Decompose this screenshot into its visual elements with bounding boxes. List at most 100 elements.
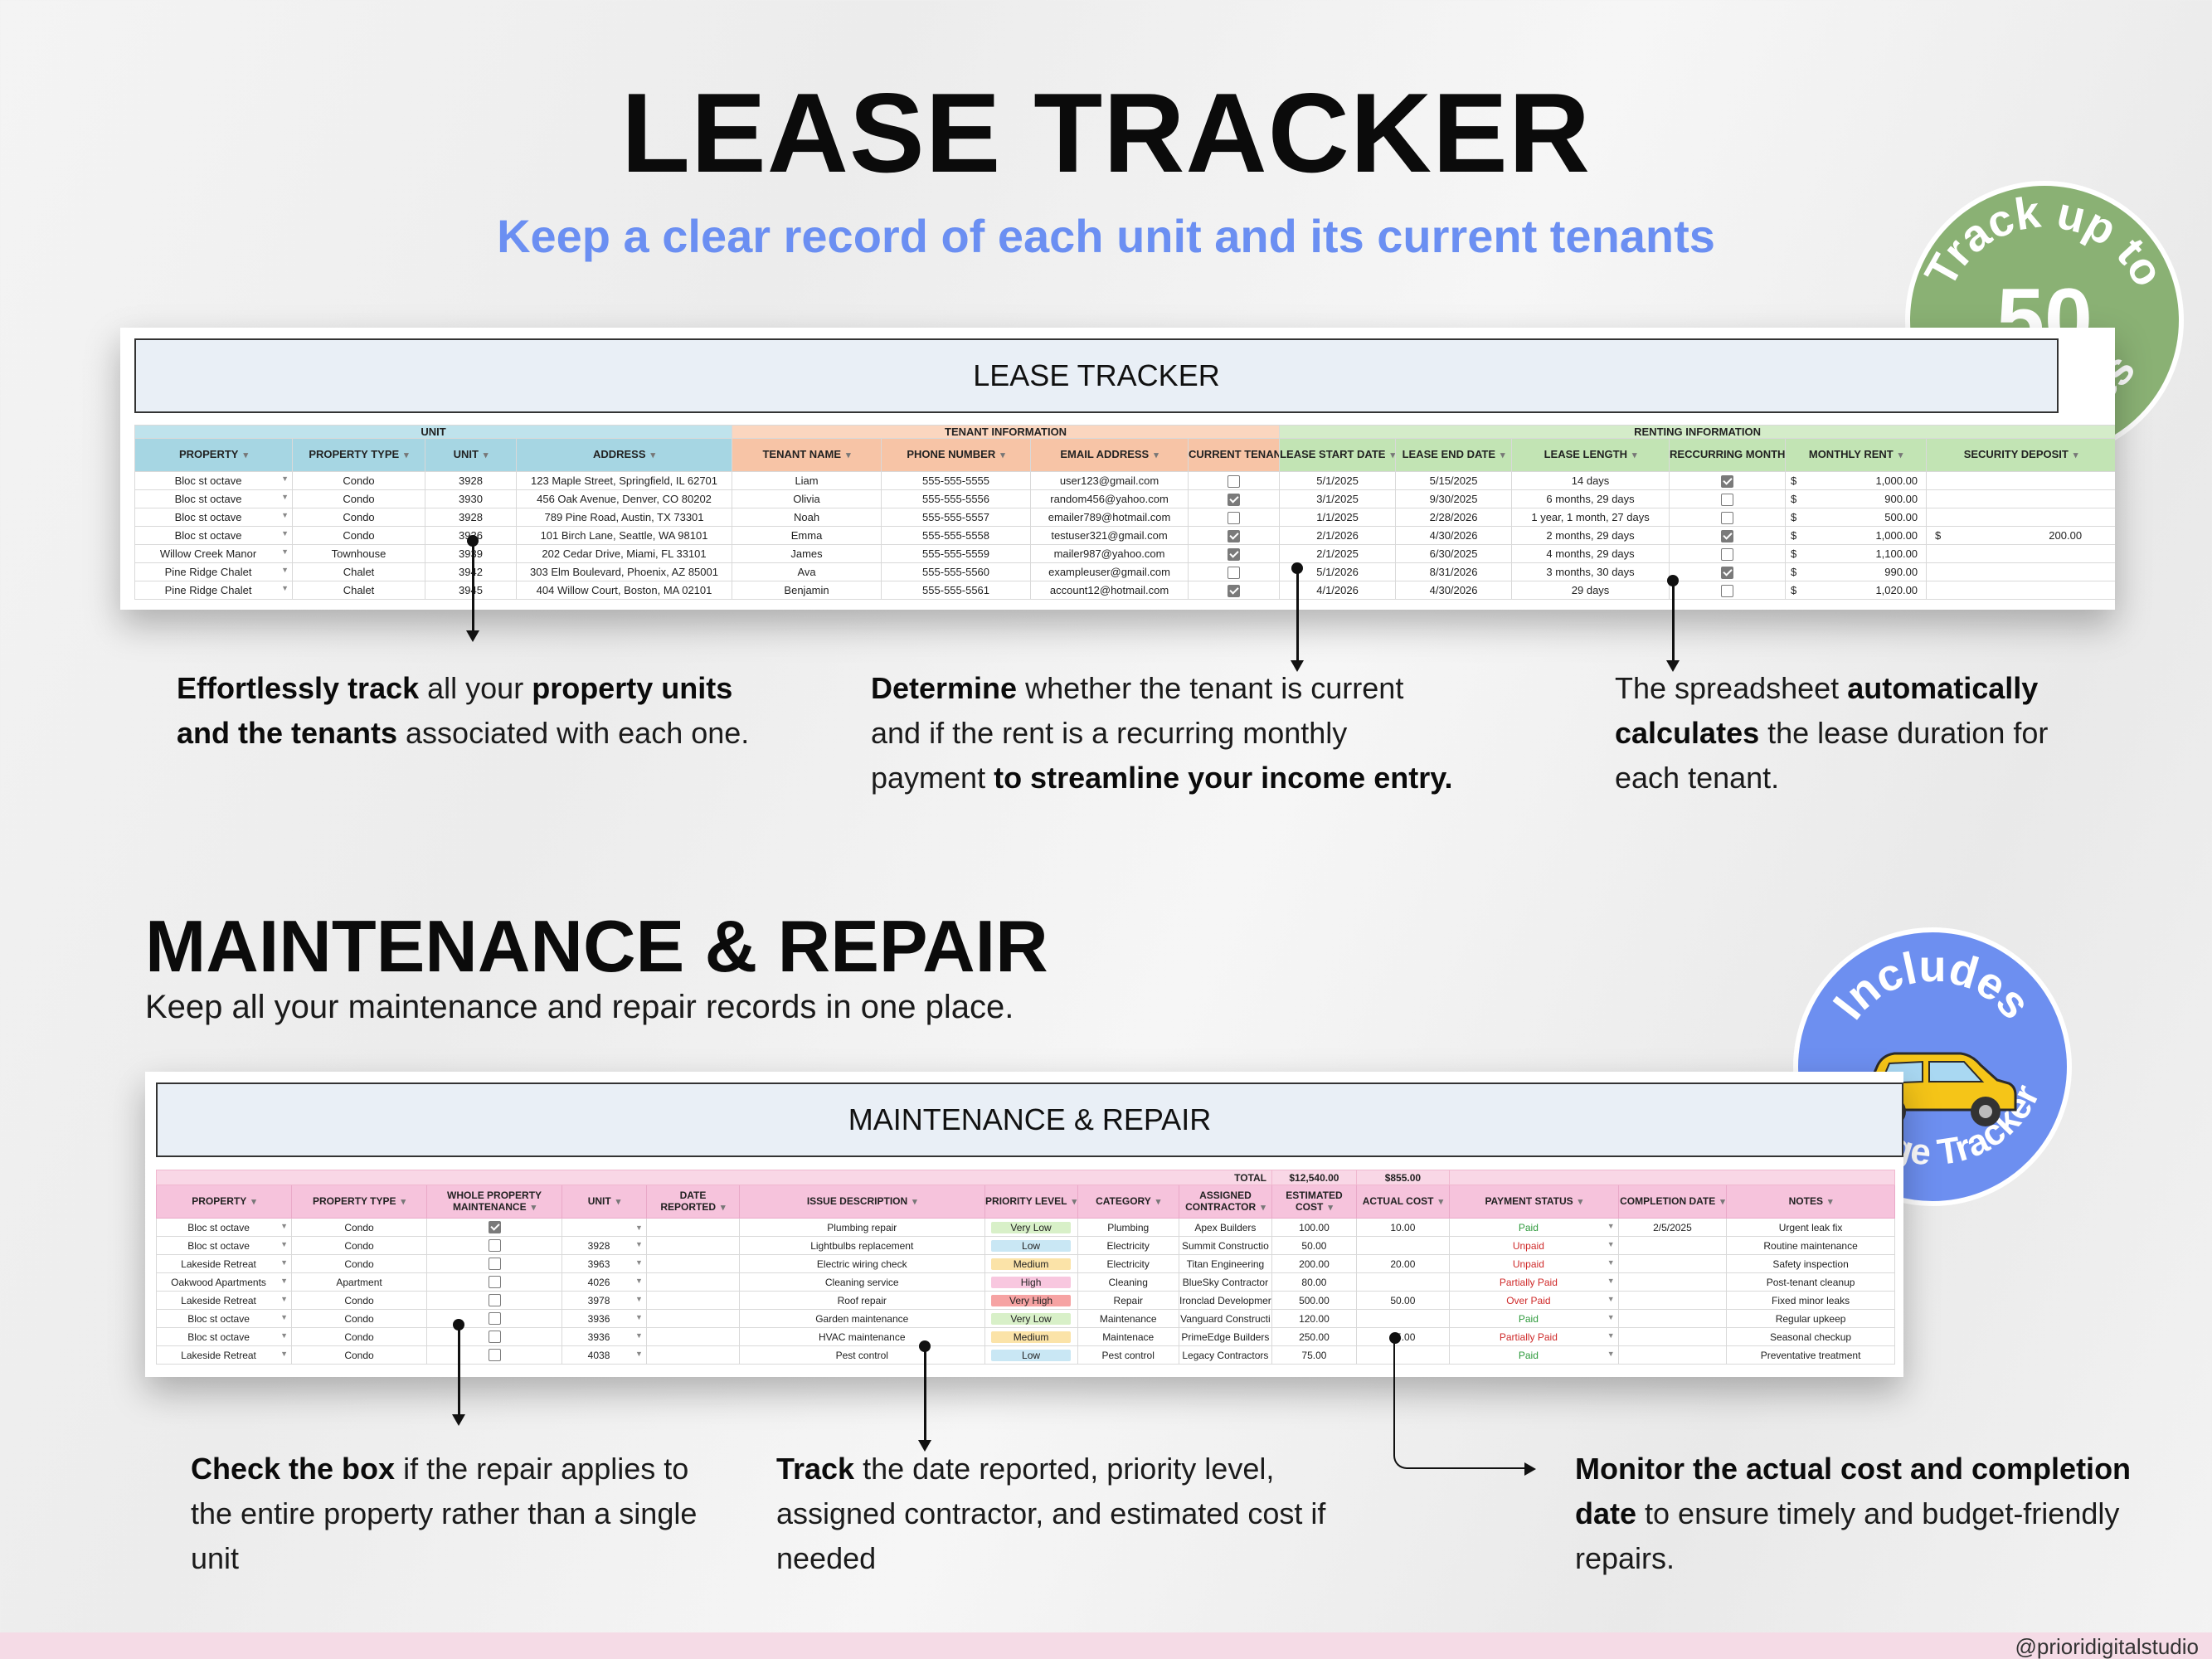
lease-cell-email[interactable]: random456@yahoo.com xyxy=(1030,489,1189,508)
filter-icon[interactable]: ▾ xyxy=(483,450,489,460)
lease-col-header[interactable]: SECURITY DEPOSIT▾ xyxy=(1926,438,2115,472)
maint-cell-date[interactable] xyxy=(645,1345,741,1365)
maint-cell-priority[interactable]: Low xyxy=(984,1345,1078,1365)
lease-cell-rent[interactable]: $500.00 xyxy=(1785,508,1928,527)
dropdown-icon[interactable]: ▼ xyxy=(280,1239,289,1248)
maint-cell-contractor[interactable]: Titan Engineering xyxy=(1178,1254,1272,1273)
lease-cell-start[interactable]: 4/1/2026 xyxy=(1279,581,1397,600)
maint-cell-property[interactable]: Lakeside Retreat▼ xyxy=(155,1291,293,1310)
maint-cell-completion[interactable] xyxy=(1617,1309,1728,1328)
maint-cell-act[interactable] xyxy=(1355,1236,1450,1255)
maint-cell-priority[interactable]: Very Low xyxy=(984,1218,1078,1237)
filter-icon[interactable]: ▾ xyxy=(1500,450,1505,460)
whole-property-checkbox[interactable] xyxy=(488,1276,501,1289)
maint-cell-est[interactable]: 200.00 xyxy=(1271,1254,1357,1273)
maint-cell-category[interactable]: Maintenance xyxy=(1077,1309,1179,1328)
dropdown-icon[interactable]: ▼ xyxy=(280,1349,289,1358)
dropdown-icon[interactable]: ▼ xyxy=(635,1258,643,1267)
dropdown-icon[interactable]: ▼ xyxy=(280,1276,289,1285)
maint-cell-unit[interactable]: ▼ xyxy=(562,1218,647,1237)
filter-icon[interactable]: ▾ xyxy=(846,450,851,460)
lease-cell-phone[interactable]: 555-555-5561 xyxy=(881,581,1032,600)
dropdown-icon[interactable]: ▼ xyxy=(281,547,289,556)
current-tenant-checkbox[interactable] xyxy=(1228,529,1241,542)
lease-cell-email[interactable]: mailer987@yahoo.com xyxy=(1030,544,1189,563)
maint-cell-whole[interactable] xyxy=(426,1272,563,1292)
maint-cell-priority[interactable]: High xyxy=(984,1272,1078,1292)
lease-cell-property[interactable]: Willow Creek Manor▼ xyxy=(134,544,293,563)
dropdown-icon[interactable]: ▼ xyxy=(1607,1349,1615,1358)
dropdown-icon[interactable]: ▼ xyxy=(635,1276,643,1285)
maint-cell-category[interactable]: Electricity xyxy=(1077,1254,1179,1273)
whole-property-checkbox[interactable] xyxy=(488,1349,501,1362)
lease-cell-current[interactable] xyxy=(1188,508,1281,527)
maint-cell-type[interactable]: Condo xyxy=(291,1309,428,1328)
maint-cell-notes[interactable]: Preventative treatment xyxy=(1726,1345,1895,1365)
lease-cell-recurring[interactable] xyxy=(1669,544,1787,563)
lease-cell-phone[interactable]: 555-555-5557 xyxy=(881,508,1032,527)
maint-cell-completion[interactable] xyxy=(1617,1272,1728,1292)
maint-col-header[interactable]: UNIT▾ xyxy=(562,1185,647,1219)
lease-cell-phone[interactable]: 555-555-5558 xyxy=(881,526,1032,545)
lease-cell-recurring[interactable] xyxy=(1669,508,1787,527)
maint-col-header[interactable]: PRIORITY LEVEL▾ xyxy=(984,1185,1078,1219)
dropdown-icon[interactable]: ▼ xyxy=(1607,1276,1615,1285)
current-tenant-checkbox[interactable] xyxy=(1228,511,1241,524)
recurring-rent-checkbox[interactable] xyxy=(1721,529,1734,542)
filter-icon[interactable]: ▾ xyxy=(1827,1197,1833,1207)
maint-cell-date[interactable] xyxy=(645,1236,741,1255)
dropdown-icon[interactable]: ▼ xyxy=(280,1331,289,1340)
lease-cell-property[interactable]: Bloc st octave▼ xyxy=(134,471,293,490)
lease-cell-unit[interactable]: 3928 xyxy=(425,508,517,527)
lease-cell-tenant[interactable]: Benjamin xyxy=(732,581,882,600)
filter-icon[interactable]: ▾ xyxy=(1390,450,1395,460)
lease-col-header[interactable]: RECCURRING MONTHLY RENT▾ xyxy=(1669,438,1787,472)
maint-cell-type[interactable]: Condo xyxy=(291,1291,428,1310)
filter-icon[interactable]: ▾ xyxy=(615,1197,621,1207)
lease-cell-property[interactable]: Pine Ridge Chalet▼ xyxy=(134,581,293,600)
dropdown-icon[interactable]: ▼ xyxy=(1607,1239,1615,1248)
filter-icon[interactable]: ▾ xyxy=(650,450,656,460)
lease-cell-type[interactable]: Condo xyxy=(292,526,425,545)
recurring-rent-checkbox[interactable] xyxy=(1721,511,1734,524)
maint-cell-act[interactable]: 10.00 xyxy=(1355,1218,1450,1237)
maint-cell-issue[interactable]: Pest control xyxy=(739,1345,985,1365)
maint-cell-issue[interactable]: Roof repair xyxy=(739,1291,985,1310)
maint-cell-priority[interactable]: Medium xyxy=(984,1327,1078,1346)
dropdown-icon[interactable]: ▼ xyxy=(281,566,289,574)
maint-cell-category[interactable]: Plumbing xyxy=(1077,1218,1179,1237)
maint-cell-notes[interactable]: Fixed minor leaks xyxy=(1726,1291,1895,1310)
filter-icon[interactable]: ▾ xyxy=(2073,450,2078,460)
maint-cell-status[interactable]: Paid▼ xyxy=(1448,1309,1619,1328)
lease-col-header[interactable]: PHONE NUMBER▾ xyxy=(881,438,1032,472)
maint-cell-priority[interactable]: Very High xyxy=(984,1291,1078,1310)
maint-cell-status[interactable]: Paid▼ xyxy=(1448,1345,1619,1365)
filter-icon[interactable]: ▾ xyxy=(531,1203,537,1213)
lease-cell-rent[interactable]: $1,000.00 xyxy=(1785,526,1928,545)
maint-cell-act[interactable]: 20.00 xyxy=(1355,1254,1450,1273)
lease-cell-phone[interactable]: 555-555-5556 xyxy=(881,489,1032,508)
lease-cell-current[interactable] xyxy=(1188,581,1281,600)
lease-cell-current[interactable] xyxy=(1188,526,1281,545)
filter-icon[interactable]: ▾ xyxy=(1000,450,1005,460)
maint-col-header[interactable]: DATE REPORTED▾ xyxy=(645,1185,741,1219)
lease-cell-start[interactable]: 1/1/2025 xyxy=(1279,508,1397,527)
lease-col-header[interactable]: PROPERTY TYPE▾ xyxy=(292,438,425,472)
maint-cell-notes[interactable]: Routine maintenance xyxy=(1726,1236,1895,1255)
maint-col-header[interactable]: NOTES▾ xyxy=(1726,1185,1895,1219)
lease-cell-start[interactable]: 5/1/2026 xyxy=(1279,562,1397,581)
maint-cell-completion[interactable] xyxy=(1617,1254,1728,1273)
dropdown-icon[interactable]: ▼ xyxy=(1607,1294,1615,1303)
dropdown-icon[interactable]: ▼ xyxy=(1607,1312,1615,1321)
filter-icon[interactable]: ▾ xyxy=(1261,1203,1266,1213)
lease-cell-tenant[interactable]: Olivia xyxy=(732,489,882,508)
current-tenant-checkbox[interactable] xyxy=(1228,584,1241,597)
maint-cell-property[interactable]: Bloc st octave▼ xyxy=(155,1236,293,1255)
lease-cell-address[interactable]: 123 Maple Street, Springfield, IL 62701 xyxy=(515,471,733,490)
whole-property-checkbox[interactable] xyxy=(488,1312,501,1326)
filter-icon[interactable]: ▾ xyxy=(251,1197,256,1207)
maint-cell-type[interactable]: Condo xyxy=(291,1236,428,1255)
dropdown-icon[interactable]: ▼ xyxy=(280,1221,289,1230)
maint-cell-type[interactable]: Condo xyxy=(291,1327,428,1346)
filter-icon[interactable]: ▾ xyxy=(404,450,409,460)
